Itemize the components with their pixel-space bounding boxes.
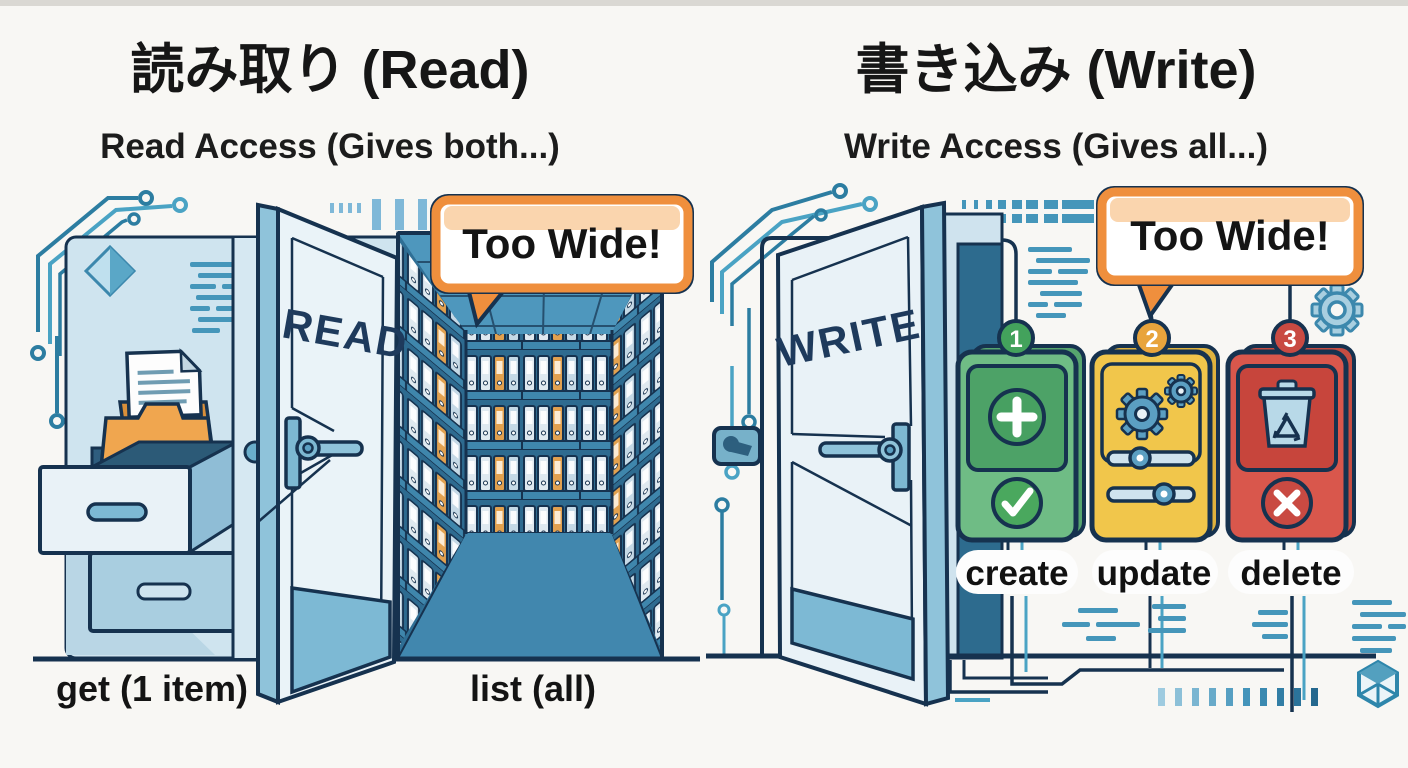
x-icon [1261, 477, 1313, 529]
create-label: create [965, 554, 1068, 593]
document-icon [125, 348, 203, 420]
code-lines [1028, 247, 1090, 318]
binder-shelves-icon [466, 334, 612, 532]
update-label: update [1097, 554, 1212, 593]
open-drawer [38, 439, 239, 555]
badge-1-number: 1 [1009, 326, 1022, 353]
callout-text: Too Wide! [462, 220, 661, 267]
read-door: READ [231, 202, 412, 705]
tick-bars [1158, 688, 1318, 706]
badge-2-number: 2 [1145, 326, 1158, 353]
step-badge-2: 2 [1133, 319, 1171, 357]
label-pill [956, 550, 1078, 594]
label-pill [1228, 550, 1354, 594]
closed-drawer [88, 551, 240, 633]
door-edge [919, 200, 951, 707]
caption-list: list (all) [470, 668, 596, 709]
diamond-icon [83, 244, 137, 298]
door-handle [284, 416, 364, 490]
too-wide-callout-right: Too Wide! [1096, 186, 1364, 322]
door-kick-panel [790, 586, 915, 682]
door-edge [256, 202, 280, 705]
door-frame [760, 236, 930, 657]
slider-icon [1106, 446, 1196, 470]
door-inner-outline [790, 235, 914, 641]
lock-icon [712, 426, 762, 466]
door-handle [818, 422, 911, 492]
door-kick-panel [290, 585, 392, 695]
gears-icon [1115, 374, 1198, 441]
read-title: 読み取り (Read) [130, 40, 529, 100]
write-title: 書き込み (Write) [856, 40, 1257, 100]
delete-label: delete [1240, 554, 1341, 593]
connector-badge-1 [1001, 238, 1018, 322]
write-subtitle: Write Access (Gives all...) [844, 127, 1268, 166]
update-card [1089, 344, 1220, 543]
code-lines [1062, 600, 1406, 653]
cube-icon [1357, 659, 1399, 709]
callout-tail [1135, 280, 1178, 321]
step-badge-1: 1 [997, 319, 1035, 357]
callout-text: Too Wide! [1130, 212, 1329, 259]
slider-icon [1106, 482, 1196, 506]
write-section: 書き込み (Write) Write Access (Gives all...) [706, 40, 1406, 712]
write-door: WRITE [773, 200, 951, 707]
read-section: 読み取り (Read) Read Access (Gives both...) [30, 40, 700, 709]
top-border-strip [0, 0, 1408, 6]
badge-3-number: 3 [1283, 326, 1296, 353]
caption-get: get (1 item) [56, 668, 248, 709]
plus-icon [988, 388, 1046, 446]
delete-card [1225, 344, 1356, 543]
gear-icon [1310, 283, 1364, 337]
too-wide-callout-left: Too Wide! [430, 194, 694, 329]
drawer-handle [136, 582, 192, 601]
check-icon [991, 477, 1043, 529]
create-card [955, 344, 1086, 543]
read-subtitle: Read Access (Gives both...) [100, 127, 560, 166]
label-pill [1092, 550, 1218, 594]
trash-recycle-icon [1258, 379, 1316, 448]
drawer-handle [86, 502, 148, 522]
step-badge-3: 3 [1271, 319, 1309, 357]
